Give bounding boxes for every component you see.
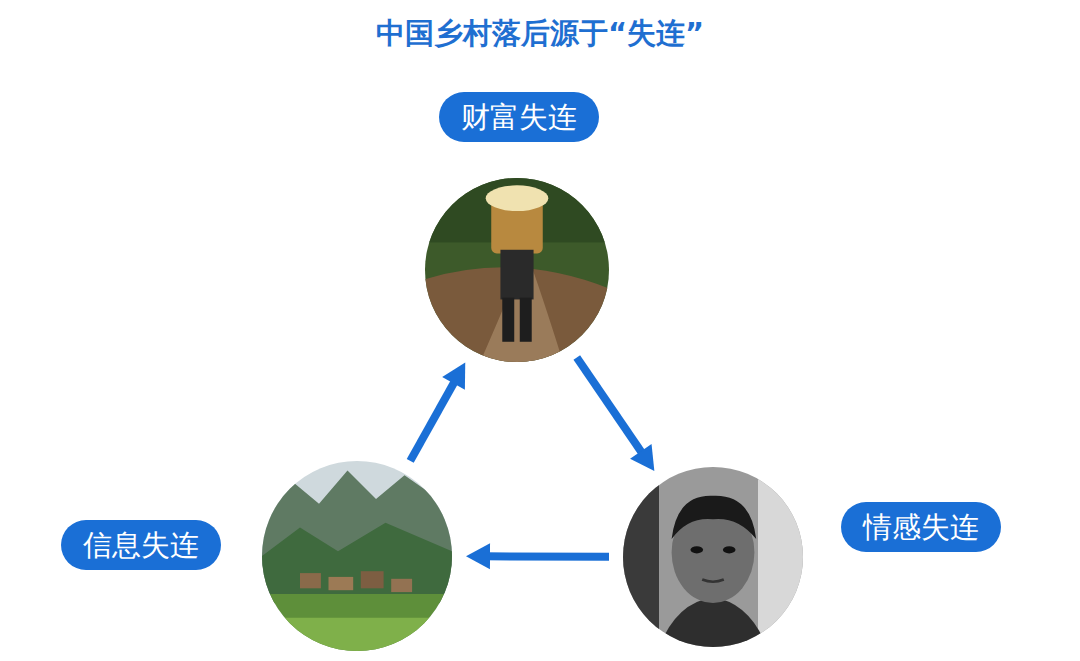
label-pill: 信息失连 (61, 520, 221, 570)
arrow-connector (577, 358, 655, 472)
label-pill: 情感失连 (841, 502, 1001, 552)
arrow-connector (466, 543, 609, 569)
photo-circle: 情感失连 (623, 467, 803, 647)
photo-illustration (262, 461, 452, 651)
photo-circle: 财富失连 (425, 178, 609, 362)
arrow-line (486, 552, 609, 560)
arrow-connector (410, 363, 465, 461)
label-pill: 财富失连 (439, 92, 599, 142)
arrow-line (577, 358, 643, 455)
photo-illustration (623, 467, 803, 647)
arrow-head (442, 363, 465, 390)
arrow-head (466, 543, 490, 569)
photo-circle: 信息失连 (262, 461, 452, 651)
photo-illustration (425, 178, 609, 362)
diagram-title: 中国乡村落后源于“失连” (0, 14, 1080, 54)
arrow-head (630, 444, 654, 471)
arrow-line (410, 380, 455, 461)
